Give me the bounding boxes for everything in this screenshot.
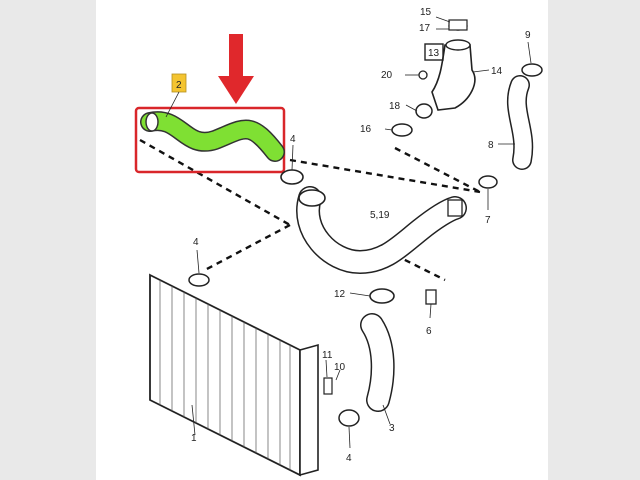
dashed-leader-clamp16 xyxy=(394,146,481,194)
part-13-box xyxy=(424,43,444,61)
clamp-12 xyxy=(369,288,395,304)
bracket-11 xyxy=(323,377,333,395)
cap-body xyxy=(448,19,468,31)
hose-8 xyxy=(508,76,532,169)
hose-3 xyxy=(361,314,394,411)
label-part-9: 9 xyxy=(525,30,531,41)
intercooler-core xyxy=(149,273,301,477)
label-part-11: 11 xyxy=(322,350,333,361)
label-part-20: 20 xyxy=(381,70,393,81)
label-part-4-bottom: 4 xyxy=(346,453,352,464)
label-part-16: 16 xyxy=(360,124,372,135)
label-part-2: 2 xyxy=(176,80,182,91)
bolt-6 xyxy=(425,289,437,305)
label-part-13: 13 xyxy=(428,48,440,59)
label-part-4-top: 4 xyxy=(290,134,296,145)
seal-18 xyxy=(415,103,433,119)
label-part-15: 15 xyxy=(420,7,432,18)
clamp-icon xyxy=(280,169,304,185)
label-leaders xyxy=(165,16,532,449)
label-part-8: 8 xyxy=(488,140,494,151)
intercooler-pipe-fill xyxy=(297,187,466,273)
clamp-9 xyxy=(521,63,543,77)
dashed-leader-hose2 xyxy=(139,138,291,227)
dashed-leaders xyxy=(139,138,481,282)
red-arrow-icon xyxy=(218,34,254,104)
pipe-inlet xyxy=(298,189,326,207)
clamp-7 xyxy=(478,175,498,189)
label-part-17: 17 xyxy=(419,23,431,34)
label-part-10: 10 xyxy=(334,362,346,373)
clamp-4-left xyxy=(188,273,210,287)
label-part-1: 1 xyxy=(191,433,197,444)
throttle-housing-14 xyxy=(431,44,476,111)
label-part-12: 12 xyxy=(334,289,346,300)
pipe-outlet xyxy=(447,199,463,217)
label-part-14: 14 xyxy=(491,66,503,77)
label-part-4-left: 4 xyxy=(193,237,199,248)
label-part-18: 18 xyxy=(389,101,401,112)
dashed-leader-pipe-end xyxy=(394,253,446,282)
label-part-3: 3 xyxy=(389,423,395,434)
hose-2-highlighted xyxy=(141,112,284,161)
core-fins xyxy=(159,280,291,470)
clamp-4-bottom xyxy=(338,409,360,427)
highlight-box xyxy=(134,106,286,174)
dashed-leader-clamp7 xyxy=(289,158,481,194)
hose-2-inlet xyxy=(145,112,159,132)
bolt-20 xyxy=(418,70,428,80)
label-part-6: 6 xyxy=(426,326,432,337)
clamp-16 xyxy=(391,123,413,137)
intercooler-side-tank xyxy=(299,343,319,477)
dashed-leader-radiator xyxy=(204,223,291,272)
label-part-5-19: 5,19 xyxy=(370,210,390,221)
label-part-7: 7 xyxy=(485,215,491,226)
housing-top xyxy=(445,39,471,51)
